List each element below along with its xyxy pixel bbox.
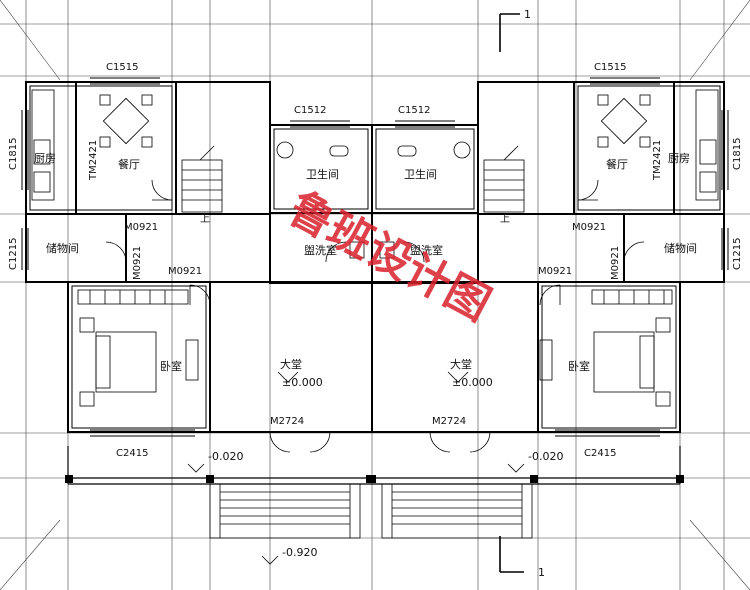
window-marks [21,77,729,437]
wall-inner-lines [29,85,721,429]
section-mark-top [499,13,520,52]
dining-table-right [597,94,651,148]
room-left-hall: 大堂 [280,357,302,371]
room-right-storage: 储物间 [664,241,697,255]
section-mark-bottom-label: 1 [538,566,545,579]
door-label-right-tm: TM2421 [652,140,663,181]
window-label-left-storage: C1215 [8,238,19,270]
door-label-left-tm: TM2421 [88,140,99,181]
window-label-right-storage: C1215 [732,238,743,270]
room-left-storage: 储物间 [46,241,79,255]
door-label-right-main: M2724 [432,416,466,427]
door-label-left-m-kitchen: M0921 [124,222,158,233]
level-left-porch: -0.020 [208,450,243,463]
level-ground: -0.920 [282,546,317,559]
door-label-right-m-storage: M0921 [610,246,621,280]
level-right-hall: ±0.000 [452,376,493,389]
door-label-left-m-bedroom: M0921 [168,266,202,277]
bedroom-left-furniture [77,289,199,407]
stair-right [483,145,525,213]
room-left-bath: 卫生间 [306,167,339,181]
bedroom-right-furniture [539,289,673,407]
room-right-hall: 大堂 [450,357,472,371]
dining-table-left [99,94,153,148]
room-right-dining: 餐厅 [606,157,628,171]
door-label-right-m-kitchen: M0921 [572,222,606,233]
window-label-left-bedroom: C2415 [116,448,148,459]
room-left-wash: 盥洗室 [304,243,337,257]
room-right-kitchen: 厨房 [668,152,690,165]
room-right-wash: 盥洗室 [410,243,443,257]
room-right-bedroom: 卧室 [568,359,590,373]
bath-fixtures [276,141,471,259]
room-left-dining: 餐厅 [118,157,140,171]
entry-steps [209,483,533,539]
door-label-left-m-storage: M0921 [132,246,143,280]
level-right-porch: -0.020 [528,450,563,463]
window-label-right-dining: C1515 [594,62,626,73]
walls [25,81,725,433]
window-label-right-bath: C1512 [398,105,430,116]
window-label-left-dining: C1515 [106,62,138,73]
section-mark-bottom [499,536,524,573]
room-right-bath: 卫生间 [404,167,437,181]
kitchen-counters [31,89,719,201]
room-left-kitchen: 厨房 [34,152,56,165]
door-label-left-main: M2724 [270,416,304,427]
level-markers [187,371,525,565]
window-label-left-bath: C1512 [294,105,326,116]
door-label-right-m-bedroom: M0921 [538,266,572,277]
stair-up-right: 上 [500,213,510,225]
window-label-right-bedroom: C2415 [584,448,616,459]
stair-up-left: 上 [200,213,210,225]
window-label-right-kitchen: C1815 [732,138,743,170]
window-label-left-kitchen: C1815 [8,138,19,170]
porch-posts [65,475,684,483]
room-left-bedroom: 卧室 [160,359,182,373]
door-swings [105,179,645,453]
level-left-hall: ±0.000 [282,376,323,389]
stair-left [181,145,223,213]
section-mark-top-label: 1 [524,8,531,21]
